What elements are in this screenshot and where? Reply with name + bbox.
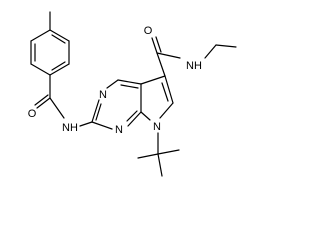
bond-carbonyl-o-1 <box>36 97 51 109</box>
pyrimidine-n1-label: N <box>115 124 123 136</box>
bond-ethyl-ch3 <box>215 44 237 48</box>
bond-c2-n3 <box>91 99 100 123</box>
bond-ring-a6 <box>30 29 51 42</box>
bond-ring-a1 <box>49 29 70 42</box>
bond-n3-c4 <box>106 79 119 89</box>
bond-nh-to-c2 <box>79 121 93 127</box>
bond-c2-n3-inner <box>95 103 102 121</box>
bond-amide-c-o-2 <box>155 36 162 53</box>
pyrimidine-n3-label: N <box>99 89 107 101</box>
bond-tbu-me1 <box>137 153 159 159</box>
bond-c5-c6-inner <box>161 82 169 102</box>
bond-c7a-n1 <box>127 111 142 127</box>
bond-tbu-me2 <box>157 149 180 155</box>
bond-c7a-n1-inner <box>126 110 138 122</box>
bonds <box>30 11 237 177</box>
bond-c5-c6 <box>164 75 174 104</box>
bond-c6-n7 <box>159 102 174 119</box>
amide-oxygen-label: O <box>144 25 153 37</box>
pyrrole-n7-label: N <box>153 121 161 133</box>
bond-c5-amide-c <box>156 52 166 77</box>
bond-c4-c4a-inner <box>120 84 139 89</box>
bond-amide-c-n <box>156 52 181 59</box>
bond-c4a-c5 <box>140 75 166 85</box>
bond-tbu-me3 <box>157 153 163 177</box>
benzoyl-oxygen-label: O <box>28 108 37 120</box>
atom-labels: O N H N O N H N N <box>28 25 202 136</box>
bond-ring-a1-inner <box>51 34 66 44</box>
bond-carbonyl-to-nh <box>49 97 65 119</box>
chemical-structure-diagram: O N H N O N H N N <box>28 11 237 177</box>
bond-ring-a3 <box>49 63 70 76</box>
bond-ring-a4 <box>30 63 51 76</box>
bridge-nitrogen-label: N <box>62 122 70 134</box>
amide-nitrogen-label: N <box>186 60 194 72</box>
bond-carbonyl-o-2 <box>34 94 49 106</box>
bond-n1-c2 <box>91 121 113 130</box>
bond-n-ethyl-ch2 <box>204 44 217 59</box>
bond-c4-c4a <box>117 79 142 85</box>
bond-ring-a3-inner <box>51 61 66 71</box>
bond-amide-c-o-1 <box>151 37 158 54</box>
bridge-hydrogen-label: H <box>70 122 78 134</box>
bond-n7-c7a <box>140 111 151 121</box>
amide-nitrogen-hydrogen-label: H <box>194 60 202 72</box>
